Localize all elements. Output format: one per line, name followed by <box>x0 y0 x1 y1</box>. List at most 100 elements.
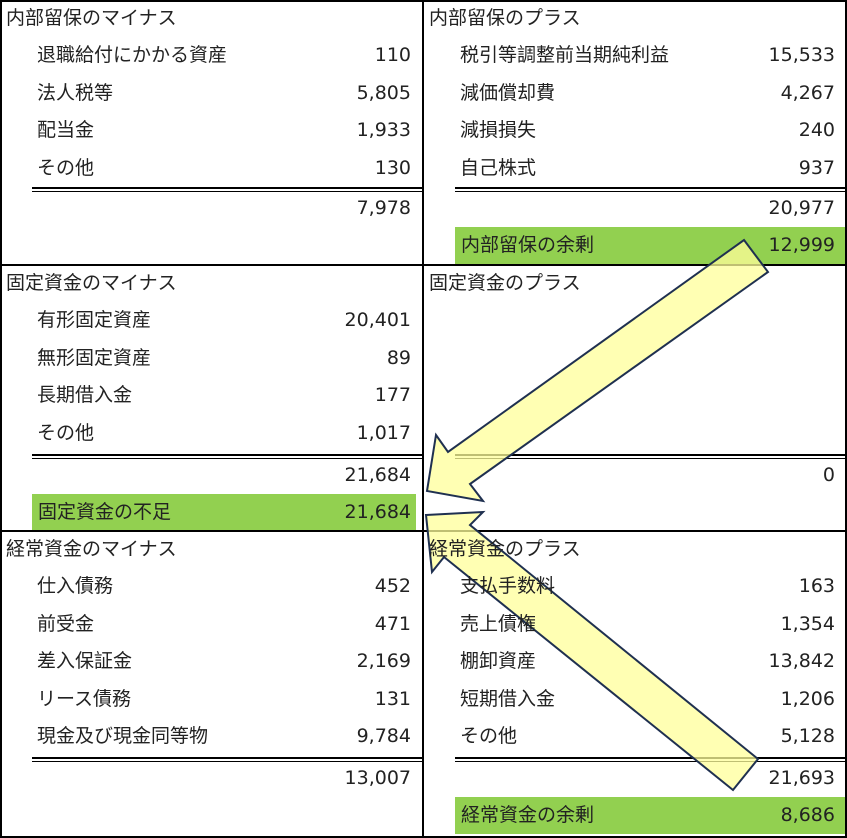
grid-hline <box>0 264 847 266</box>
highlight-value: 12,999 <box>768 234 835 256</box>
highlight-value: 8,686 <box>780 804 835 826</box>
item-value: 20,401 <box>344 309 411 331</box>
highlight-label: 内部留保の余剰 <box>461 234 595 256</box>
item-label: 有形固定資産 <box>37 309 152 331</box>
list-item: その他 5,128 <box>423 718 847 755</box>
list-item: その他 1,017 <box>0 415 423 452</box>
grid-vline <box>0 0 2 838</box>
double-underline <box>455 454 847 459</box>
highlight-label: 経常資金の余剰 <box>461 804 595 826</box>
item-label: その他 <box>460 725 518 747</box>
item-label: 無形固定資産 <box>37 346 152 369</box>
double-underline <box>32 454 423 459</box>
item-value: 471 <box>374 612 411 635</box>
highlight-row: 経常資金の余剰 8,686 <box>455 797 845 834</box>
list-item: 減価償却費 4,267 <box>423 75 847 112</box>
grid-hline <box>0 530 847 532</box>
section-title: 固定資金のマイナス <box>6 272 177 294</box>
item-value: 131 <box>374 687 411 710</box>
arrow-working-to-fixed-icon <box>424 510 760 792</box>
list-item: 長期借入金 177 <box>0 377 423 414</box>
item-value: 13,842 <box>768 650 835 672</box>
grid-vline <box>422 0 424 838</box>
list-item: 棚卸資産 13,842 <box>423 643 847 680</box>
item-label: リース債務 <box>37 687 132 710</box>
section-title: 経常資金のマイナス <box>6 538 177 560</box>
item-value: 2,169 <box>356 650 411 672</box>
total-row: 7,978 <box>0 190 423 227</box>
total-value: 20,977 <box>768 197 835 219</box>
total-row: 0 <box>423 457 847 494</box>
list-item: 税引等調整前当期純利益 15,533 <box>423 37 847 74</box>
item-label: 長期借入金 <box>37 384 133 406</box>
item-label: 棚卸資産 <box>460 650 537 672</box>
grid-vline <box>845 0 847 838</box>
item-value: 110 <box>374 44 411 66</box>
item-value: 4,267 <box>780 81 835 104</box>
item-value: 130 <box>374 156 411 179</box>
total-row: 21,684 <box>0 457 423 494</box>
item-label: その他 <box>37 421 95 444</box>
item-label: 退職給付にかかる資産 <box>37 44 228 66</box>
item-label: 売上債権 <box>460 612 537 635</box>
total-value: 21,693 <box>768 767 835 789</box>
grid-hline <box>0 0 847 2</box>
item-label: 減損損失 <box>460 119 537 141</box>
section-retained-plus: 内部留保のプラス税引等調整前当期純利益 15,533 減価償却費 4,267 減損損失 2… <box>423 0 847 300</box>
item-value: 240 <box>798 119 835 141</box>
total-value: 0 <box>822 464 835 486</box>
total-row: 20,977 <box>423 190 847 227</box>
section-title: 固定資金のプラス <box>429 272 581 294</box>
highlight-label: 固定資金の不足 <box>38 501 172 523</box>
item-value: 1,354 <box>780 612 835 635</box>
highlight-row: 内部留保の余剰 12,999 <box>455 227 845 264</box>
item-value: 1,933 <box>356 119 411 141</box>
item-label: 法人税等 <box>37 81 114 104</box>
item-value: 5,805 <box>356 81 411 104</box>
item-label: 短期借入金 <box>460 687 556 710</box>
list-item: リース債務 131 <box>0 681 423 718</box>
item-label: 減価償却費 <box>460 81 556 104</box>
item-label: 支払手数料 <box>460 575 556 597</box>
item-label: 自己株式 <box>460 156 537 179</box>
list-item: 退職給付にかかる資産 110 <box>0 37 423 74</box>
list-item: その他 130 <box>0 150 423 187</box>
item-label: 差入保証金 <box>37 650 133 672</box>
item-value: 1,206 <box>780 687 835 710</box>
item-label: 税引等調整前当期純利益 <box>460 44 670 66</box>
item-value: 15,533 <box>768 44 835 66</box>
list-item: 無形固定資産 89 <box>0 340 423 377</box>
section-title: 内部留保のマイナス <box>6 7 177 29</box>
arrow-retained-to-fixed-icon <box>425 238 770 503</box>
item-label: 現金及び現金同等物 <box>37 725 209 747</box>
double-underline <box>455 757 847 762</box>
list-item: 差入保証金 2,169 <box>0 643 423 680</box>
item-value: 937 <box>798 156 835 179</box>
item-label: その他 <box>37 156 95 179</box>
double-underline <box>32 187 423 192</box>
item-value: 452 <box>374 575 411 597</box>
total-row: 21,693 <box>423 760 847 797</box>
item-label: 配当金 <box>37 119 95 141</box>
item-value: 177 <box>374 384 411 406</box>
list-item: 有形固定資産 20,401 <box>0 302 423 339</box>
item-value: 89 <box>386 346 411 369</box>
total-value: 21,684 <box>344 464 411 486</box>
total-value: 7,978 <box>356 197 411 219</box>
item-value: 5,128 <box>780 725 835 747</box>
total-value: 13,007 <box>344 767 411 789</box>
item-value: 1,017 <box>356 421 411 444</box>
section-retained-minus: 内部留保のマイナス退職給付にかかる資産 110 法人税等 5,805 配当金 1,933 そ… <box>0 0 423 300</box>
item-value: 163 <box>798 575 835 597</box>
list-item: 法人税等 5,805 <box>0 75 423 112</box>
section-title: 内部留保のプラス <box>429 7 581 29</box>
section-fixed-minus: 固定資金のマイナス有形固定資産 20,401 無形固定資産 89 長期借入金 177 その他… <box>0 265 423 565</box>
list-item: 支払手数料 163 <box>423 568 847 605</box>
grid-hline <box>0 836 847 838</box>
list-item: 配当金 1,933 <box>0 112 423 149</box>
